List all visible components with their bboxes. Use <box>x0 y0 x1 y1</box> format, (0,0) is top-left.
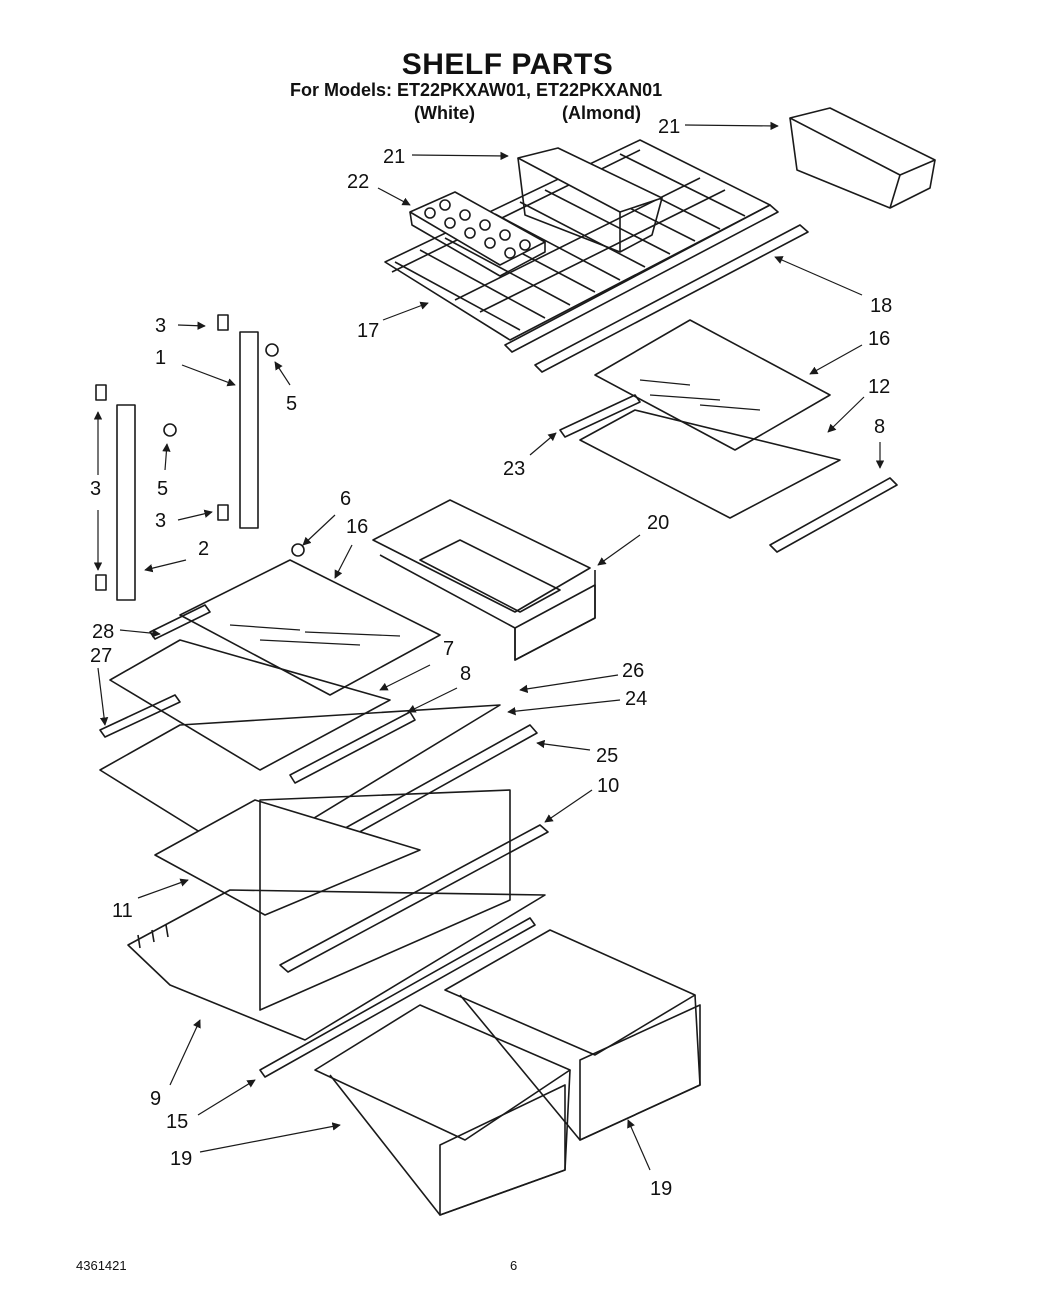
callout-15: 15 <box>166 1111 188 1133</box>
callout-21-right: 21 <box>658 116 680 138</box>
callout-8-right: 8 <box>874 416 885 438</box>
callout-16-right: 16 <box>868 328 890 350</box>
variant-almond-label: (Almond) <box>562 103 641 123</box>
document-number: 4361421 <box>76 1258 127 1273</box>
callout-2: 2 <box>198 538 209 560</box>
callout-3-top: 3 <box>155 315 166 337</box>
callout-19-right: 19 <box>650 1178 672 1200</box>
glass-shelf-right-drawing <box>559 319 898 553</box>
callout-16-middle: 16 <box>346 516 368 538</box>
shelf-ladder-drawing <box>95 314 305 601</box>
callout-labels: 21 21 22 17 18 16 12 8 23 3 1 5 3 5 3 2 … <box>90 116 892 1200</box>
callout-20: 20 <box>647 512 669 534</box>
models-line: For Models: ET22PKXAW01, ET22PKXAN01 <box>290 80 663 100</box>
callout-1: 1 <box>155 347 166 369</box>
callout-3-left: 3 <box>90 478 101 500</box>
callout-18: 18 <box>870 295 892 317</box>
callout-23: 23 <box>503 458 525 480</box>
meat-pan-drawing <box>372 499 596 661</box>
callout-9: 9 <box>150 1088 161 1110</box>
callout-7: 7 <box>443 638 454 660</box>
callout-22: 22 <box>347 171 369 193</box>
page-number: 6 <box>510 1258 518 1273</box>
callout-3-bottom: 3 <box>155 510 166 532</box>
page-title: SHELF PARTS <box>401 48 614 81</box>
callout-8-middle: 8 <box>460 663 471 685</box>
callout-12: 12 <box>868 376 890 398</box>
callout-6: 6 <box>340 488 351 510</box>
lower-shelf-and-frame-drawing <box>127 789 549 1078</box>
callout-17: 17 <box>357 320 379 342</box>
callout-28: 28 <box>92 621 114 643</box>
callout-10: 10 <box>597 775 619 797</box>
crisper-drawer-right-drawing <box>444 929 701 1141</box>
callout-27: 27 <box>90 645 112 667</box>
callout-5-left: 5 <box>157 478 168 500</box>
shelf-trim-18-drawing <box>504 204 809 373</box>
callout-19-left: 19 <box>170 1148 192 1170</box>
variant-white-label: (White) <box>414 103 475 123</box>
door-bin-right-drawing <box>789 107 936 209</box>
callout-26: 26 <box>622 660 644 682</box>
door-bin-center-drawing <box>517 147 663 253</box>
callout-5-top: 5 <box>286 393 297 415</box>
callout-21-center: 21 <box>383 146 405 168</box>
leader-arrows <box>93 121 885 1171</box>
ice-tray-drawing <box>409 191 546 277</box>
callout-24: 24 <box>625 688 647 710</box>
callout-25: 25 <box>596 745 618 767</box>
crisper-drawer-left-drawing <box>314 1004 571 1216</box>
callout-11: 11 <box>112 900 133 922</box>
